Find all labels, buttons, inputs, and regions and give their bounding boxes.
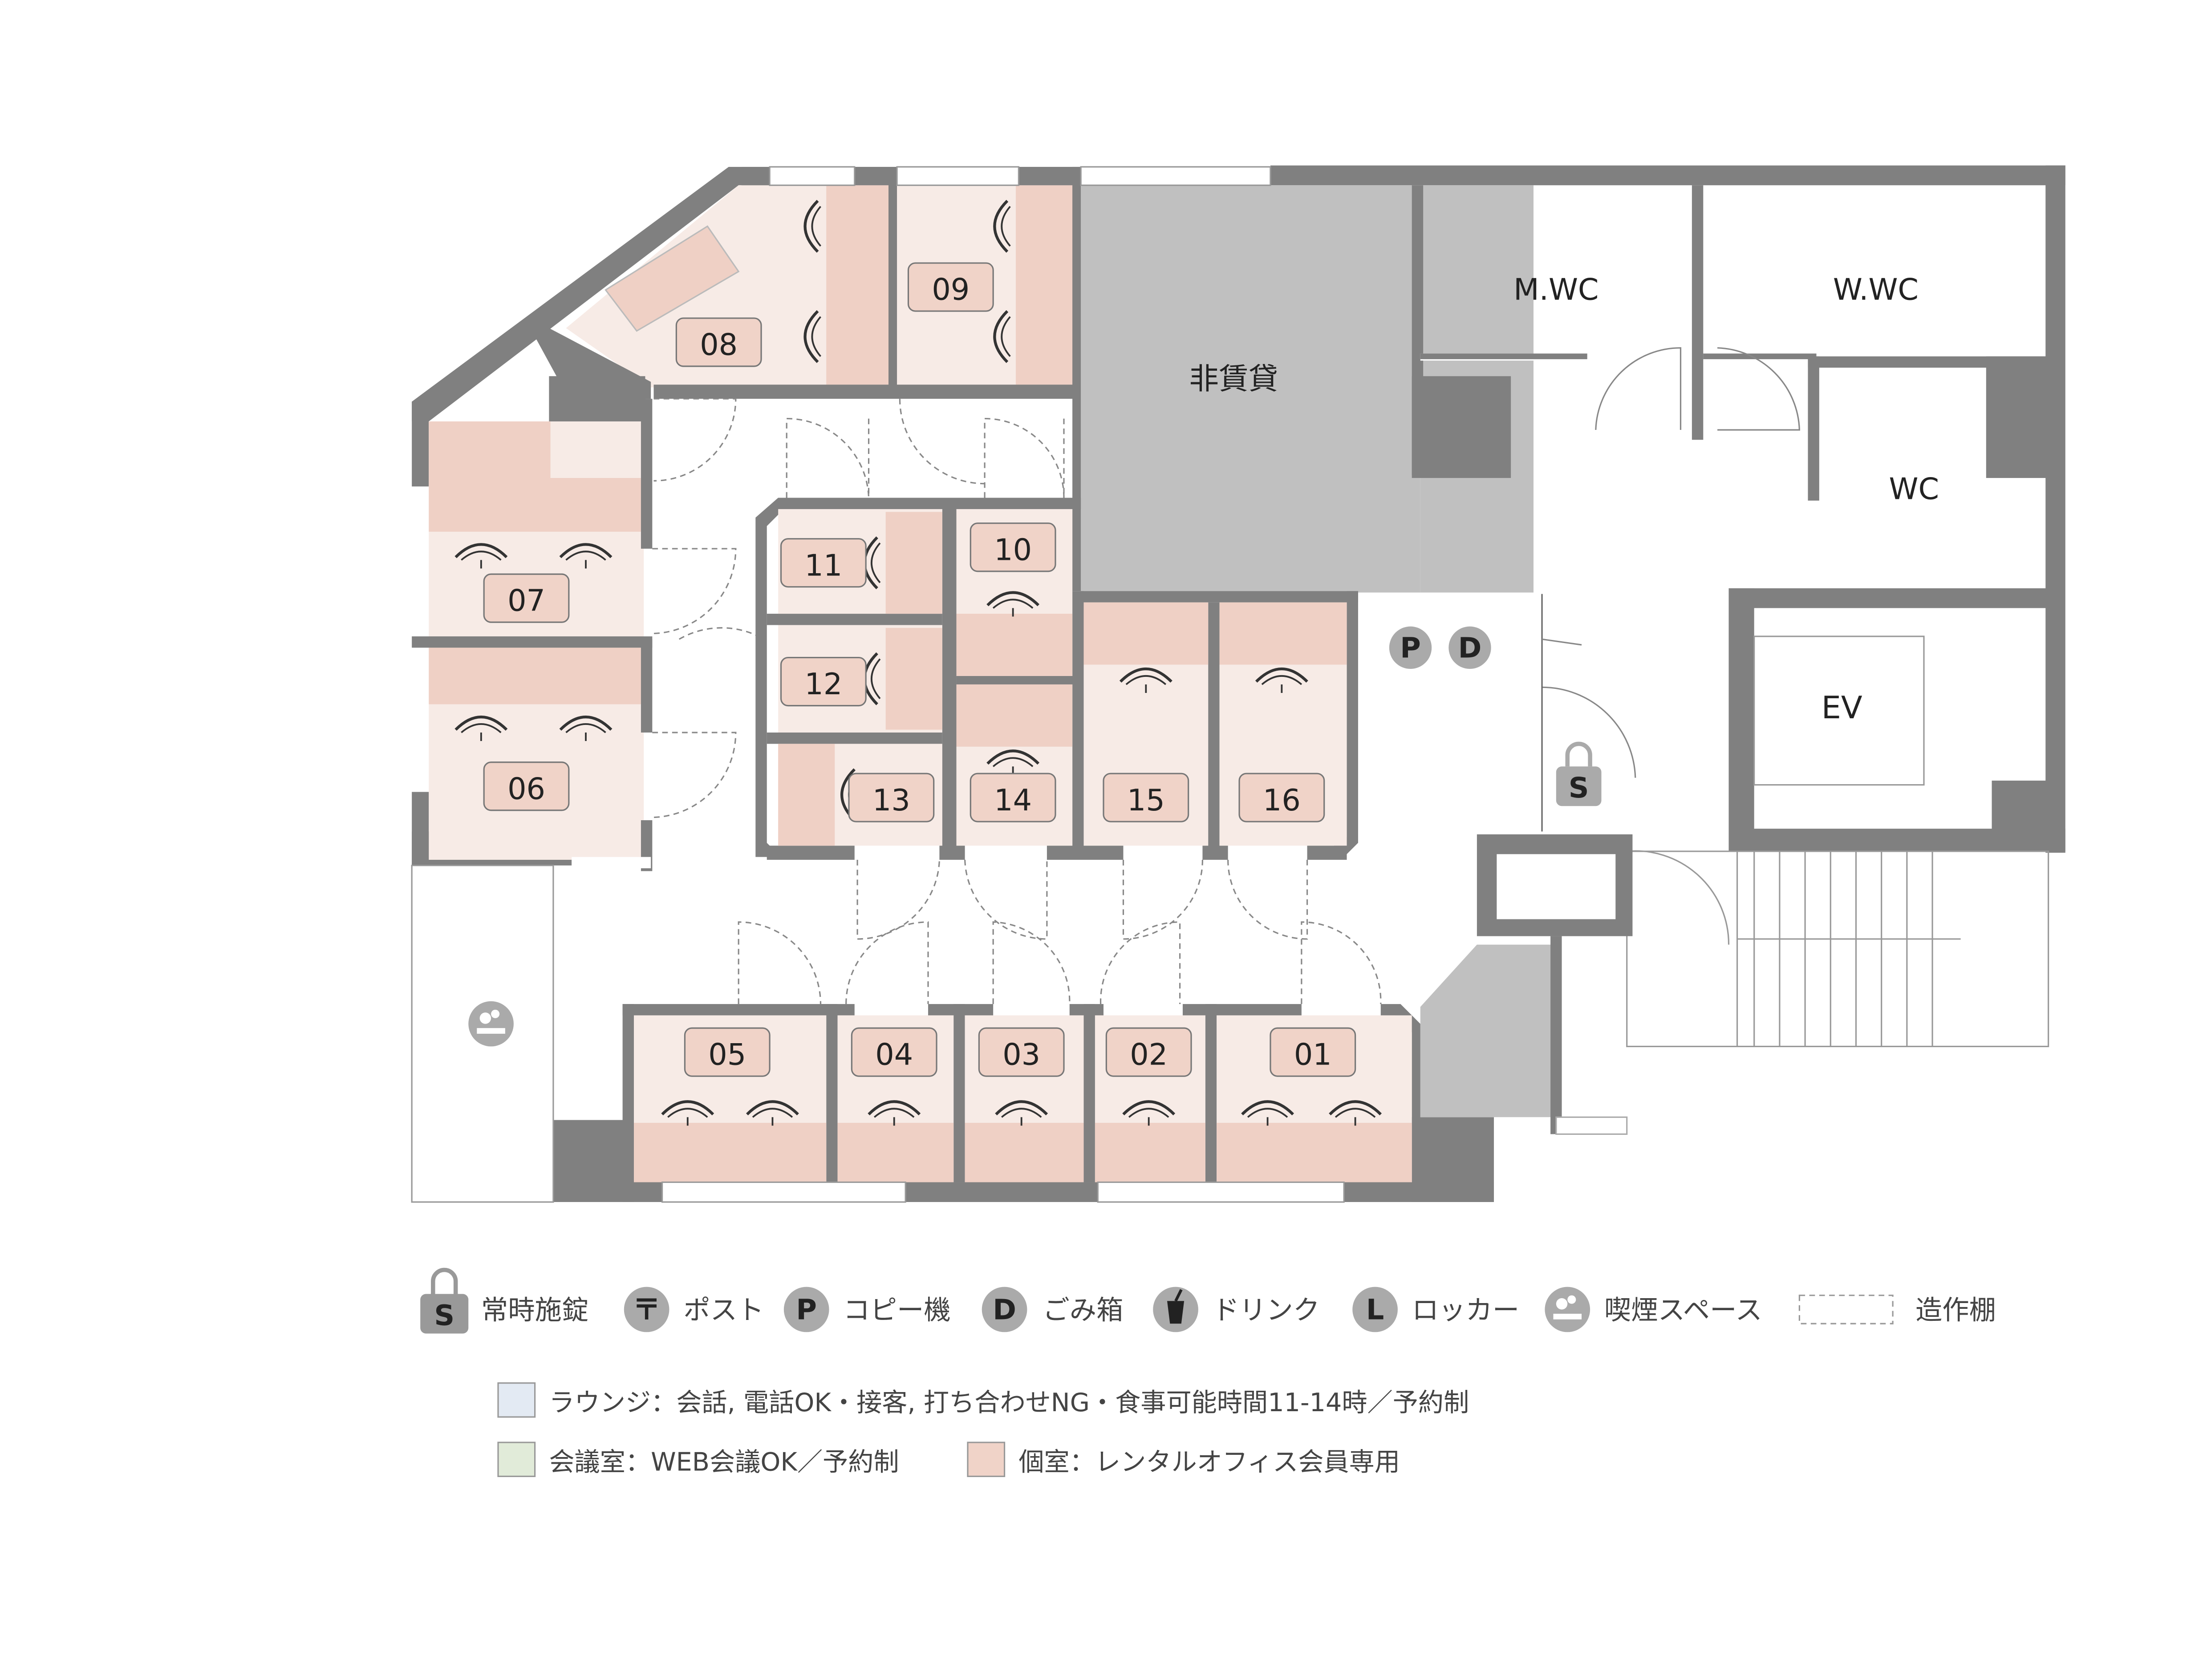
room-10[interactable]: 10 (956, 509, 1073, 676)
copier-badge: P (1389, 626, 1432, 669)
storage-room (1420, 834, 1633, 1135)
svg-text:D: D (1458, 632, 1482, 664)
locker-icon: L (1352, 1287, 1398, 1332)
legend-trash-label: ごみ箱 (1043, 1295, 1123, 1326)
room-16[interactable]: 16 (1219, 602, 1347, 846)
bottom-windows (661, 1181, 1345, 1203)
private-swatch (967, 1441, 1006, 1478)
legend: S 常時施錠 〒 ポスト P コピー機 D ごみ箱 ドリンク L ロッカー (420, 1267, 1996, 1478)
top-windows (769, 166, 1271, 186)
room-08[interactable]: 08 (566, 185, 889, 388)
legend-locker-label: ロッカー (1412, 1295, 1519, 1326)
room-14[interactable]: 14 (956, 684, 1073, 846)
center-doors (786, 399, 1308, 940)
room-01-label: 01 (1294, 1037, 1332, 1072)
womens-wc-label: W.WC (1833, 272, 1919, 307)
trash-icon: D (982, 1287, 1027, 1332)
room-04[interactable]: 04 (837, 1015, 954, 1182)
room-10-label: 10 (994, 532, 1032, 567)
room-15-label: 15 (1127, 783, 1165, 818)
legend-lounge-label: ラウンジ：会話, 電話OK・接客, 打ち合わせNG・食事可能時間11-14時／予… (549, 1388, 1469, 1417)
drink-icon (1153, 1287, 1198, 1332)
bottom-doors (738, 921, 1382, 1004)
lounge-swatch (497, 1382, 536, 1418)
room-03[interactable]: 03 (965, 1015, 1084, 1182)
legend-meeting-label: 会議室：WEB会議OK／予約制 (549, 1448, 899, 1477)
svg-text:P: P (796, 1293, 817, 1326)
room-12[interactable]: 12 (778, 625, 942, 733)
non-rental-label: 非賃貸 (1189, 361, 1278, 396)
legend-smoking-label: 喫煙スペース (1604, 1295, 1762, 1326)
svg-text:L: L (1366, 1293, 1384, 1326)
lock-badge: S (1556, 741, 1602, 806)
legend-drink-label: ドリンク (1213, 1295, 1320, 1326)
room-03-label: 03 (1002, 1037, 1040, 1072)
legend-lock: S (420, 1267, 469, 1334)
room-09-label: 09 (932, 272, 970, 307)
svg-text:〒: 〒 (633, 1293, 661, 1326)
mens-wc-label: M.WC (1513, 272, 1598, 307)
svg-text:D: D (993, 1293, 1016, 1326)
room-07[interactable]: 07 (429, 421, 644, 636)
left-room-walls (412, 399, 653, 871)
room-06-label: 06 (507, 771, 545, 806)
legend-copier-label: コピー機 (843, 1295, 950, 1326)
room-12-label: 12 (804, 667, 842, 701)
room-04-label: 04 (875, 1037, 913, 1072)
legend-post-label: ポスト (683, 1295, 764, 1326)
room-05[interactable]: 05 (634, 1015, 827, 1182)
room-05-label: 05 (708, 1037, 746, 1072)
room-16-label: 16 (1263, 783, 1301, 818)
room-09[interactable]: 09 (897, 185, 1075, 388)
room-11-label: 11 (804, 548, 842, 583)
room-08-label: 08 (700, 328, 738, 362)
svg-text:P: P (1400, 632, 1421, 664)
wc-walls (1412, 185, 2065, 851)
svg-text:S: S (434, 1299, 454, 1332)
stairs (1626, 850, 2049, 1048)
room-02[interactable]: 02 (1095, 1015, 1205, 1182)
room-13[interactable]: 13 (778, 744, 942, 846)
bottom-walls (622, 1004, 1420, 1182)
left-doors (652, 398, 765, 818)
room-15[interactable]: 15 (1083, 602, 1209, 846)
center-walls (755, 498, 1358, 860)
room-07-label: 07 (507, 583, 545, 618)
wc-label: WC (1889, 472, 1939, 506)
room-06[interactable]: 06 (429, 648, 644, 860)
post-icon: 〒 (624, 1287, 669, 1332)
trash-badge: D (1448, 626, 1491, 669)
legend-shelf-label: 造作棚 (1915, 1295, 1996, 1326)
copier-icon: P (783, 1287, 829, 1332)
room-14-label: 14 (994, 783, 1032, 818)
room-01[interactable]: 01 (1217, 1015, 1412, 1182)
shelf-swatch (1798, 1295, 1894, 1324)
meeting-swatch (497, 1441, 536, 1478)
room-13-label: 13 (872, 783, 910, 818)
room-11[interactable]: 11 (778, 509, 942, 614)
elevator-label: EV (1822, 690, 1862, 726)
legend-private-label: 個室：レンタルオフィス会員専用 (1018, 1448, 1400, 1477)
room-02-label: 02 (1130, 1037, 1168, 1072)
smoking-icon (1545, 1287, 1590, 1332)
svg-text:S: S (1569, 771, 1589, 804)
non-rental-area (1081, 185, 1420, 593)
legend-lock-label: 常時施錠 (481, 1295, 588, 1326)
wc-doors (1541, 347, 1801, 832)
smoking-badge (468, 1001, 514, 1047)
